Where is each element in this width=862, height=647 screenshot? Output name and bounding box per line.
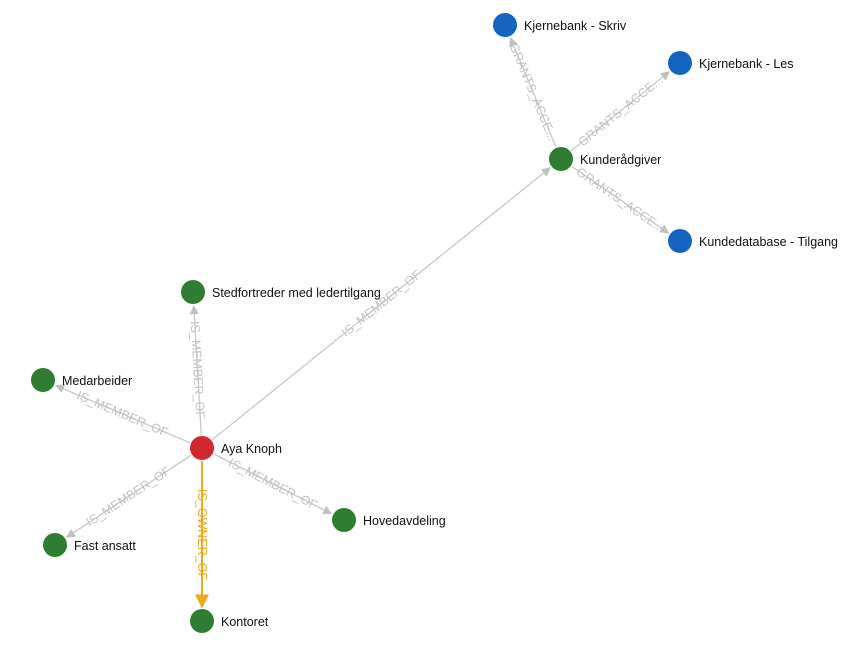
edge-line[interactable] (571, 165, 670, 234)
node-label: Medarbeider (62, 374, 132, 388)
node-aya-knoph[interactable]: Aya Knoph (190, 436, 282, 460)
edge-label: GRANTS_ACCE... (574, 165, 668, 236)
node-label: Kunderådgiver (580, 153, 661, 167)
edge-label: IS_MEMBER_OF (339, 267, 424, 340)
edge-line[interactable] (65, 454, 192, 538)
edge-label: IS_MEMBER_OF (226, 456, 320, 513)
edge-line[interactable] (570, 71, 670, 152)
edge-line[interactable] (55, 384, 191, 444)
edge-line[interactable] (509, 37, 557, 148)
edge-label: GRANTS_ACCE... (506, 41, 559, 143)
node-label: Kjernebank - Skriv (524, 19, 627, 33)
edge-kunde-kjles[interactable]: GRANTS_ACCE... (570, 71, 670, 152)
node-circle[interactable] (43, 533, 67, 557)
node-label: Fast ansatt (74, 539, 136, 553)
node-kunderadgiver[interactable]: Kunderådgiver (549, 147, 661, 171)
edge-line[interactable] (189, 305, 202, 436)
edge-line[interactable] (213, 453, 333, 515)
node-kontoret[interactable]: Kontoret (190, 609, 269, 633)
node-circle[interactable] (549, 147, 573, 171)
edge-label: GRANTS_ACCE... (576, 73, 666, 149)
node-label: Aya Knoph (221, 442, 282, 456)
edge-aya-hoved[interactable]: IS_MEMBER_OF (213, 453, 333, 515)
node-label: Kundedatabase - Tilgang (699, 235, 838, 249)
edge-aya-medarb[interactable]: IS_MEMBER_OF (55, 384, 191, 444)
edge-kunde-kjskriv[interactable]: GRANTS_ACCE... (506, 37, 560, 148)
node-circle[interactable] (668, 51, 692, 75)
node-label: Kjernebank - Les (699, 57, 794, 71)
node-medarbeider[interactable]: Medarbeider (31, 368, 132, 392)
node-stedfortreder-med-ledertilgang[interactable]: Stedfortreder med ledertilgang (181, 280, 381, 304)
edge-aya-stedf[interactable]: IS_MEMBER_OF (188, 305, 208, 436)
node-circle[interactable] (668, 229, 692, 253)
node-label: Kontoret (221, 615, 269, 629)
node-label: Stedfortreder med ledertilgang (212, 286, 381, 300)
node-kundedatabase-tilgang[interactable]: Kundedatabase - Tilgang (668, 229, 838, 253)
node-kjernebank-les[interactable]: Kjernebank - Les (668, 51, 794, 75)
edge-label: IS_MEMBER_OF (84, 463, 174, 529)
node-circle[interactable] (31, 368, 55, 392)
edge-aya-kunde[interactable]: IS_MEMBER_OF (211, 167, 551, 441)
node-hovedavdeling[interactable]: Hovedavdeling (332, 508, 446, 532)
node-circle[interactable] (493, 13, 517, 37)
node-kjernebank-skriv[interactable]: Kjernebank - Skriv (493, 13, 627, 37)
edge-label: IS_MEMBER_OF (188, 321, 208, 420)
edge-line[interactable] (211, 167, 551, 441)
node-circle[interactable] (332, 508, 356, 532)
node-circle[interactable] (190, 609, 214, 633)
edge-label: IS_OWNER_OF (195, 489, 209, 580)
edge-aya-kontoret[interactable]: IS_OWNER_OF (195, 461, 209, 609)
edge-aya-fast[interactable]: IS_MEMBER_OF (65, 454, 192, 538)
edge-label: IS_MEMBER_OF (75, 388, 171, 440)
node-circle[interactable] (181, 280, 205, 304)
edge-kunde-kdb[interactable]: GRANTS_ACCE... (571, 165, 670, 236)
node-fast-ansatt[interactable]: Fast ansatt (43, 533, 136, 557)
node-label: Hovedavdeling (363, 514, 446, 528)
node-circle[interactable] (190, 436, 214, 460)
